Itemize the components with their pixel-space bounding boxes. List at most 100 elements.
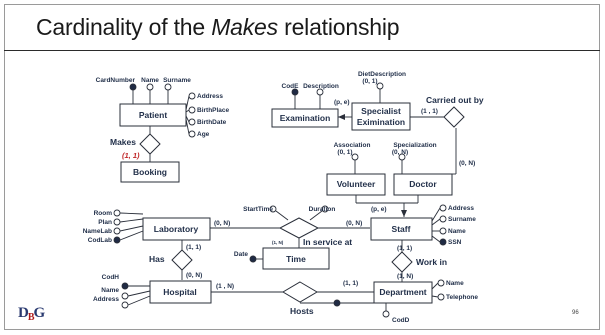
- label-makes: Makes: [110, 137, 136, 147]
- title-italic: Makes: [211, 14, 278, 40]
- attr-key-dot: [439, 238, 447, 246]
- card-lab-service: (0, N): [214, 220, 230, 227]
- card-staff-isa: (p, e): [371, 206, 387, 213]
- card-dept-hosts: (1, 1): [343, 280, 358, 287]
- page-number: 96: [572, 310, 579, 316]
- attr-lab-room: Room: [94, 210, 113, 217]
- card-exam-isa: (p, e): [334, 99, 350, 106]
- entity-laboratory: [142, 217, 211, 241]
- attr-staff-ssn: SSN: [448, 239, 462, 246]
- attr-dot: [121, 292, 129, 300]
- label-patient: Patient: [139, 110, 168, 120]
- attr-lab-plan: Plan: [98, 219, 112, 226]
- attr-dot: [188, 92, 196, 100]
- relationship-work-in: [391, 251, 413, 273]
- attr-dot: [188, 118, 196, 126]
- attr-dept-codd: CodD: [392, 317, 410, 324]
- attr-hospital-name: Name: [101, 287, 119, 294]
- attr-dot: [146, 83, 154, 91]
- card-time-service: (1, N): [272, 240, 284, 245]
- label-specialist-line1: Specialist: [361, 106, 401, 116]
- attr-dept-telephone: Telephone: [446, 294, 478, 301]
- entity-specialist-examination: [351, 102, 411, 131]
- entity-department: [373, 281, 433, 304]
- attr-dot: [351, 153, 359, 161]
- attr-patient-age: Age: [197, 131, 210, 138]
- attr-lab-namelab: NameLab: [83, 228, 112, 235]
- attr-patient-birthplace: BirthPlace: [197, 107, 230, 114]
- label-doctor: Doctor: [409, 179, 437, 189]
- label-hospital: Hospital: [163, 287, 197, 297]
- entity-doctor: [393, 173, 453, 196]
- relationship-makes: [139, 133, 161, 155]
- attr-dot: [121, 301, 129, 309]
- attr-dot: [188, 106, 196, 114]
- label-booking: Booking: [133, 167, 167, 177]
- attr-time-date: Date: [234, 251, 248, 258]
- entity-volunteer: [326, 173, 386, 196]
- attr-patient-surname: Surname: [163, 77, 191, 84]
- card-staff-service: (0, N): [346, 220, 362, 227]
- relationship-carried-out-by: [443, 106, 465, 128]
- relationship-has: [171, 249, 193, 271]
- entity-hospital: [149, 280, 212, 304]
- attr-doctor-specialization: Specialization: [393, 142, 436, 149]
- card-dept-work: (1, N): [397, 273, 413, 280]
- label-work-in: Work in: [416, 257, 447, 267]
- attr-exam-description: Description: [303, 83, 339, 90]
- attr-dot: [437, 279, 445, 287]
- dbmg-logo: DBG: [18, 305, 45, 323]
- entity-time: [262, 247, 330, 270]
- attr-spec-dietdescription-card: (0, 1): [362, 78, 377, 85]
- attr-key-dot: [129, 83, 137, 91]
- label-volunteer: Volunteer: [337, 179, 376, 189]
- attr-key-dot: [333, 299, 341, 307]
- attr-key-dot: [113, 236, 121, 244]
- attr-staff-name: Name: [448, 228, 466, 235]
- card-patient-makes: (1, 1): [122, 151, 140, 160]
- attr-exam-code: CodE: [282, 83, 300, 90]
- attr-doctor-specialization-card: (0, N): [392, 149, 408, 156]
- title-suffix: relationship: [277, 14, 400, 40]
- entity-staff: [370, 217, 433, 241]
- attr-patient-name: Name: [141, 77, 159, 84]
- attr-key-dot: [249, 255, 257, 263]
- attr-volunteer-association-card: (0, 1): [337, 149, 352, 156]
- attr-dot: [398, 153, 406, 161]
- attr-dot: [439, 204, 447, 212]
- attr-dot: [439, 227, 447, 235]
- attr-patient-address: Address: [197, 93, 223, 100]
- card-hospital-has: (0, N): [186, 272, 202, 279]
- attr-staff-surname: Surname: [448, 216, 476, 223]
- attr-service-duration: Duration: [309, 206, 336, 213]
- attr-dept-name: Name: [446, 280, 464, 287]
- label-laboratory: Laboratory: [154, 224, 199, 234]
- attr-dot: [113, 209, 121, 217]
- attr-service-starttime: StartTime: [243, 206, 273, 213]
- card-specialist-carried: (1 , 1): [421, 108, 438, 115]
- title-prefix: Cardinality of the: [36, 14, 212, 40]
- relationship-in-service-at: [278, 217, 320, 239]
- entity-patient: [119, 103, 187, 127]
- attr-dot: [382, 310, 390, 318]
- label-specialist-line2: Eximination: [357, 117, 405, 127]
- card-hospital-hosts: (1 , N): [216, 283, 234, 290]
- card-staff-work: (1, 1): [397, 245, 412, 252]
- label-has: Has: [149, 254, 165, 264]
- attr-dot: [439, 215, 447, 223]
- attr-patient-cardnumber: CardNumber: [96, 77, 136, 84]
- attr-hospital-address: Address: [93, 296, 119, 303]
- label-department: Department: [379, 287, 426, 297]
- entity-examination: [271, 108, 339, 128]
- attr-spec-dietdescription: DietDescription: [358, 71, 406, 78]
- attr-dot: [437, 293, 445, 301]
- attr-dot: [188, 130, 196, 138]
- attr-volunteer-association: Association: [334, 142, 371, 149]
- attr-key-dot: [291, 88, 299, 96]
- attr-dot: [269, 205, 277, 213]
- card-lab-has: (1, 1): [186, 244, 201, 251]
- entity-booking: [120, 161, 180, 183]
- attr-dot: [321, 205, 329, 213]
- attr-lab-codlab: CodLab: [88, 237, 112, 244]
